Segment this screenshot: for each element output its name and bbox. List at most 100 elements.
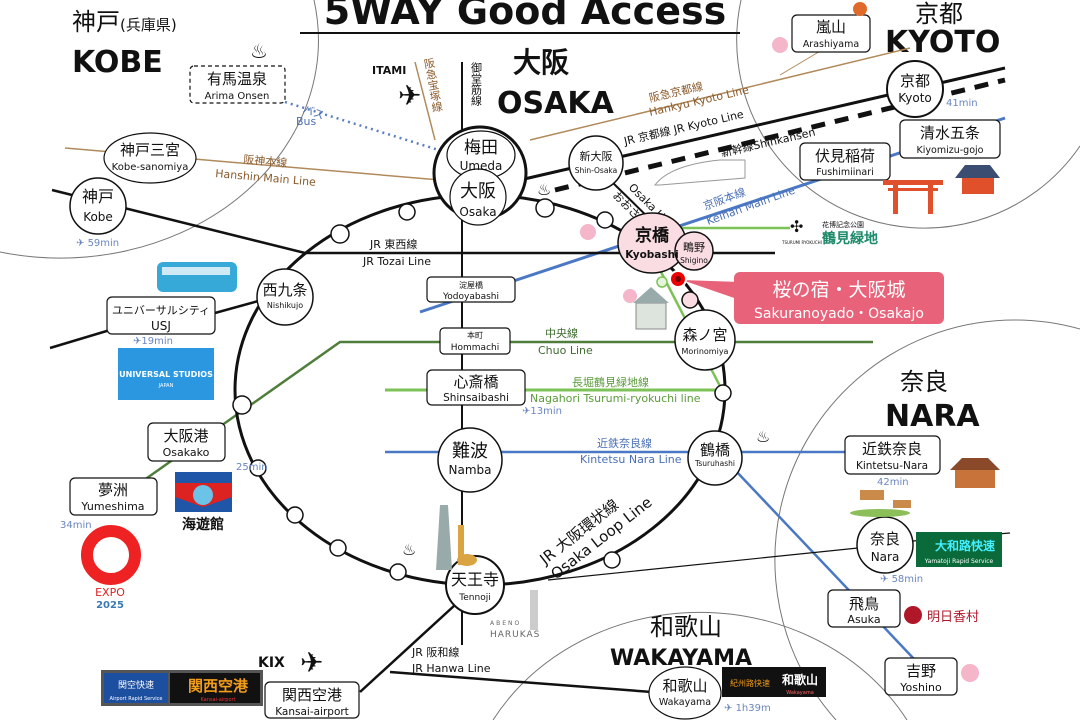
fushimi-en: Fushimiinari xyxy=(816,167,874,178)
station-osakako-box[interactable] xyxy=(147,422,226,462)
station-morinomiya[interactable] xyxy=(674,309,736,371)
yamatoji-line xyxy=(547,547,859,581)
yodoyabashi-en: Yodoyabashi xyxy=(442,292,499,302)
bus-label-en: Bus xyxy=(296,115,317,128)
hanshin-label-jp: 阪神本線 xyxy=(243,152,288,170)
station-yodoyabashi-box[interactable] xyxy=(426,276,516,303)
kintetsu-nara-label-jp: 近鉄奈良線 xyxy=(597,436,652,450)
nishikujo-en: Nishikujo xyxy=(267,301,303,310)
usj-en: USJ xyxy=(151,319,171,333)
kiyomizu-en: Kiyomizu-gojo xyxy=(917,145,984,156)
station-tsuruhashi[interactable] xyxy=(687,430,743,486)
kobe-region-en: KOBE xyxy=(72,45,163,80)
osaka-region-en: OSAKA xyxy=(497,86,615,121)
usj-logo xyxy=(118,348,214,400)
station-yoshino-box[interactable] xyxy=(884,657,958,696)
osakako-en: Osakako xyxy=(163,446,210,459)
yamatoji-sign-text: 大和路快速 xyxy=(935,538,995,553)
station-wakayama[interactable] xyxy=(648,666,722,720)
hotel-callout[interactable] xyxy=(734,272,944,324)
usj-jp: ユニバーサルシティ xyxy=(112,304,210,317)
station-arashiyama-box[interactable] xyxy=(791,14,871,53)
osakako-jp: 大阪港 xyxy=(163,427,208,445)
kintetsu-nara-jp: 近鉄奈良 xyxy=(862,440,922,458)
hankyu-kyoto-line xyxy=(529,47,911,141)
chuo-label-en: Chuo Line xyxy=(538,344,593,357)
station-usj-box[interactable] xyxy=(106,296,216,335)
kintetsu-nara-en: Kintetsu-Nara xyxy=(856,460,928,472)
tennoji-jp: 天王寺 xyxy=(451,570,499,589)
fushimi-jp: 伏見稲荷 xyxy=(815,147,875,165)
asuka-jp: 飛鳥 xyxy=(849,595,879,613)
midosuji-label: 御堂筋線 xyxy=(470,61,483,106)
kyobashi-en: Kyobashi xyxy=(625,249,678,261)
expo-label: EXPO xyxy=(95,586,125,599)
kix-logo: KIX xyxy=(258,655,285,671)
page-title: 5WAY Good Access xyxy=(324,0,726,33)
station-kobe[interactable] xyxy=(69,177,127,235)
hankyu-arashiyama-branch xyxy=(779,49,823,76)
tsurumi-logo-sub: 花博記念公園 xyxy=(822,220,864,229)
arima-jp: 有馬温泉 xyxy=(207,70,267,88)
hotel-callout-pointer xyxy=(682,280,740,300)
itami-logo: ITAMI xyxy=(372,64,406,77)
hanwa-line-south xyxy=(389,670,653,694)
station-shigino[interactable] xyxy=(674,231,714,271)
station-fushimi-box[interactable] xyxy=(799,142,891,181)
station-namba[interactable] xyxy=(437,427,503,493)
station-kyoto[interactable] xyxy=(886,60,944,118)
shinsaibashi-en: Shinsaibashi xyxy=(443,392,509,404)
train-illustration xyxy=(157,262,237,292)
station-tennoji[interactable] xyxy=(445,555,505,615)
todaiji-illustration xyxy=(950,458,1000,488)
station-shin-osaka[interactable] xyxy=(568,135,624,191)
osaka-jp: 大阪 xyxy=(460,181,496,202)
station-arima-box[interactable] xyxy=(189,65,286,104)
namba-jp: 難波 xyxy=(452,441,488,462)
minor-stations xyxy=(232,198,732,581)
kintetsu-yoshino-line xyxy=(734,469,916,661)
nara-en: Nara xyxy=(871,550,900,564)
station-nishikujo[interactable] xyxy=(256,268,314,326)
kyoto-jp: 京都 xyxy=(900,72,930,90)
kyobashi-jp: 京橋 xyxy=(635,225,670,246)
station-hommachi-box[interactable] xyxy=(439,327,511,355)
shinkansen-illustration xyxy=(653,159,746,186)
shinsaibashi-jp: 心斎橋 xyxy=(453,373,498,391)
expo-year: 2025 xyxy=(96,600,124,611)
namba-en: Namba xyxy=(449,463,492,477)
station-nara[interactable] xyxy=(856,516,914,574)
time-nara: ✈ 58min xyxy=(880,574,923,585)
station-osaka[interactable] xyxy=(449,168,507,226)
shin-osaka-jp: 新大阪 xyxy=(580,149,613,163)
kishuji-text: 紀州路快速 xyxy=(730,678,770,688)
time-usj: ✈19min xyxy=(133,336,173,347)
station-shinsaibashi-box[interactable] xyxy=(426,369,526,406)
nara-jp: 奈良 xyxy=(870,530,900,548)
temple-illustration xyxy=(955,165,1000,194)
morinomiya-jp: 森ノ宮 xyxy=(682,326,727,344)
hotel-name-en: Sakuranoyado・Osakajo xyxy=(754,306,924,322)
kobe-sannomiya-en: Kobe-sanomiya xyxy=(112,162,189,173)
usj-logo-text: UNIVERSAL STUDIOS xyxy=(119,370,213,379)
onsen-icon: ♨ xyxy=(402,540,416,559)
wakayama-rapid-sign xyxy=(722,667,826,697)
station-kintetsu-nara-box[interactable] xyxy=(844,435,941,475)
time-kintetsu-nara: 42min xyxy=(877,477,909,488)
nagahori-label-en: Nagahori Tsurumi-ryokuchi line xyxy=(530,392,701,405)
asuka-village-label: 明日香村 xyxy=(927,610,979,625)
harukas-label-top: ABENO xyxy=(490,620,521,627)
hanwa-label-en: JR Hanwa Line xyxy=(411,662,491,675)
osaka-en: Osaka xyxy=(459,205,496,219)
station-asuka-box[interactable] xyxy=(827,589,901,628)
wakayama-region-jp: 和歌山 xyxy=(650,613,722,641)
usj-logo-sub: JAPAN xyxy=(158,383,174,389)
station-yumeshima-box[interactable] xyxy=(69,477,158,516)
time-osakako: 25min xyxy=(236,462,268,473)
asuka-en: Asuka xyxy=(847,613,880,626)
station-kansai-airport-box[interactable] xyxy=(264,681,360,719)
station-kiyomizu-box[interactable] xyxy=(899,119,1001,159)
hanwa-label-jp: JR 阪和線 xyxy=(411,645,459,659)
umeda-jp: 梅田 xyxy=(464,138,498,158)
station-kobe-sannomiya[interactable] xyxy=(103,132,197,184)
